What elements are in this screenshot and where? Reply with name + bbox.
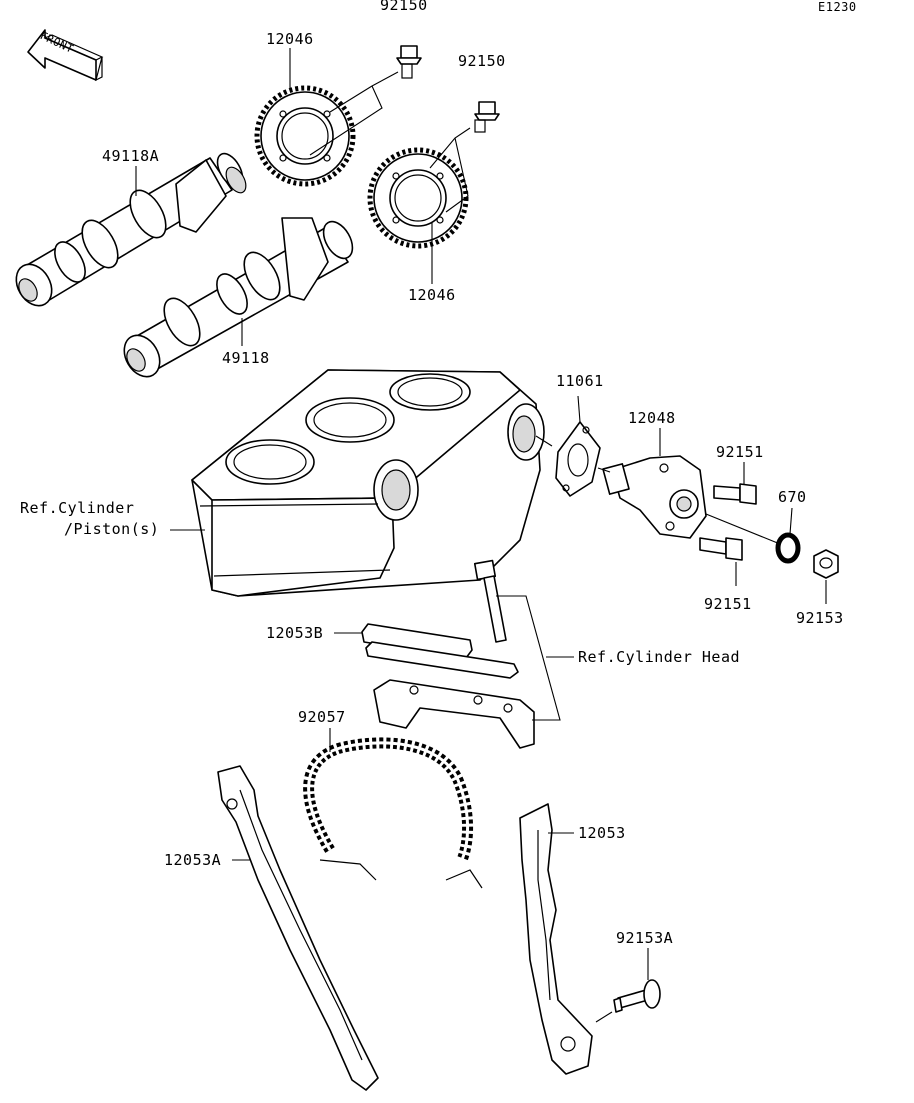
front-arrow-icon xyxy=(27,29,104,82)
label-92151-lower: 92151 xyxy=(704,595,752,613)
label-670: 670 xyxy=(778,488,807,506)
chain-guide-12053A xyxy=(217,765,379,1091)
label-92150-lower: 92150 xyxy=(458,52,506,70)
cam-sprocket-upper xyxy=(254,85,356,187)
bolt-long xyxy=(473,559,507,643)
label-92151-upper: 92151 xyxy=(716,443,764,461)
label-92150-upper: 92150 xyxy=(380,0,428,14)
bolt-92150-upper xyxy=(396,45,422,79)
label-ref-piston: /Piston(s) xyxy=(64,520,160,538)
bolt-92151-upper xyxy=(713,483,757,505)
label-92153: 92153 xyxy=(796,609,844,627)
label-92057: 92057 xyxy=(298,708,346,726)
label-92153A: 92153A xyxy=(616,929,674,947)
camshaft-49118 xyxy=(123,217,354,378)
bolt-92151-lower xyxy=(699,537,743,561)
diagram-code: E1230 xyxy=(818,0,857,14)
bolt-92153A xyxy=(613,979,661,1013)
gasket-11061 xyxy=(555,421,601,497)
label-12048: 12048 xyxy=(628,409,676,427)
label-ref-cylinder-head: Ref.Cylinder Head xyxy=(578,648,741,666)
nut-92153 xyxy=(813,549,839,579)
timing-chain-92057 xyxy=(303,737,474,863)
label-ref-cylinder: Ref.Cylinder xyxy=(20,499,135,517)
chain-guide-12053 xyxy=(519,803,593,1075)
label-12053: 12053 xyxy=(578,824,626,842)
label-49118A: 49118A xyxy=(102,147,160,165)
cylinder-block xyxy=(191,369,545,597)
label-12046-upper: 12046 xyxy=(266,30,314,48)
chain-guide-12053B xyxy=(361,623,535,749)
camshaft-49118A xyxy=(15,152,247,307)
label-12053B: 12053B xyxy=(266,624,324,642)
label-49118: 49118 xyxy=(222,349,270,367)
cam-sprocket-lower xyxy=(367,147,469,249)
label-12046-lower: 12046 xyxy=(408,286,456,304)
o-ring-670 xyxy=(775,532,801,564)
label-12053A: 12053A xyxy=(164,851,222,869)
bolt-92150-lower xyxy=(474,101,500,133)
tensioner-12048 xyxy=(602,455,707,539)
label-11061: 11061 xyxy=(556,372,604,390)
